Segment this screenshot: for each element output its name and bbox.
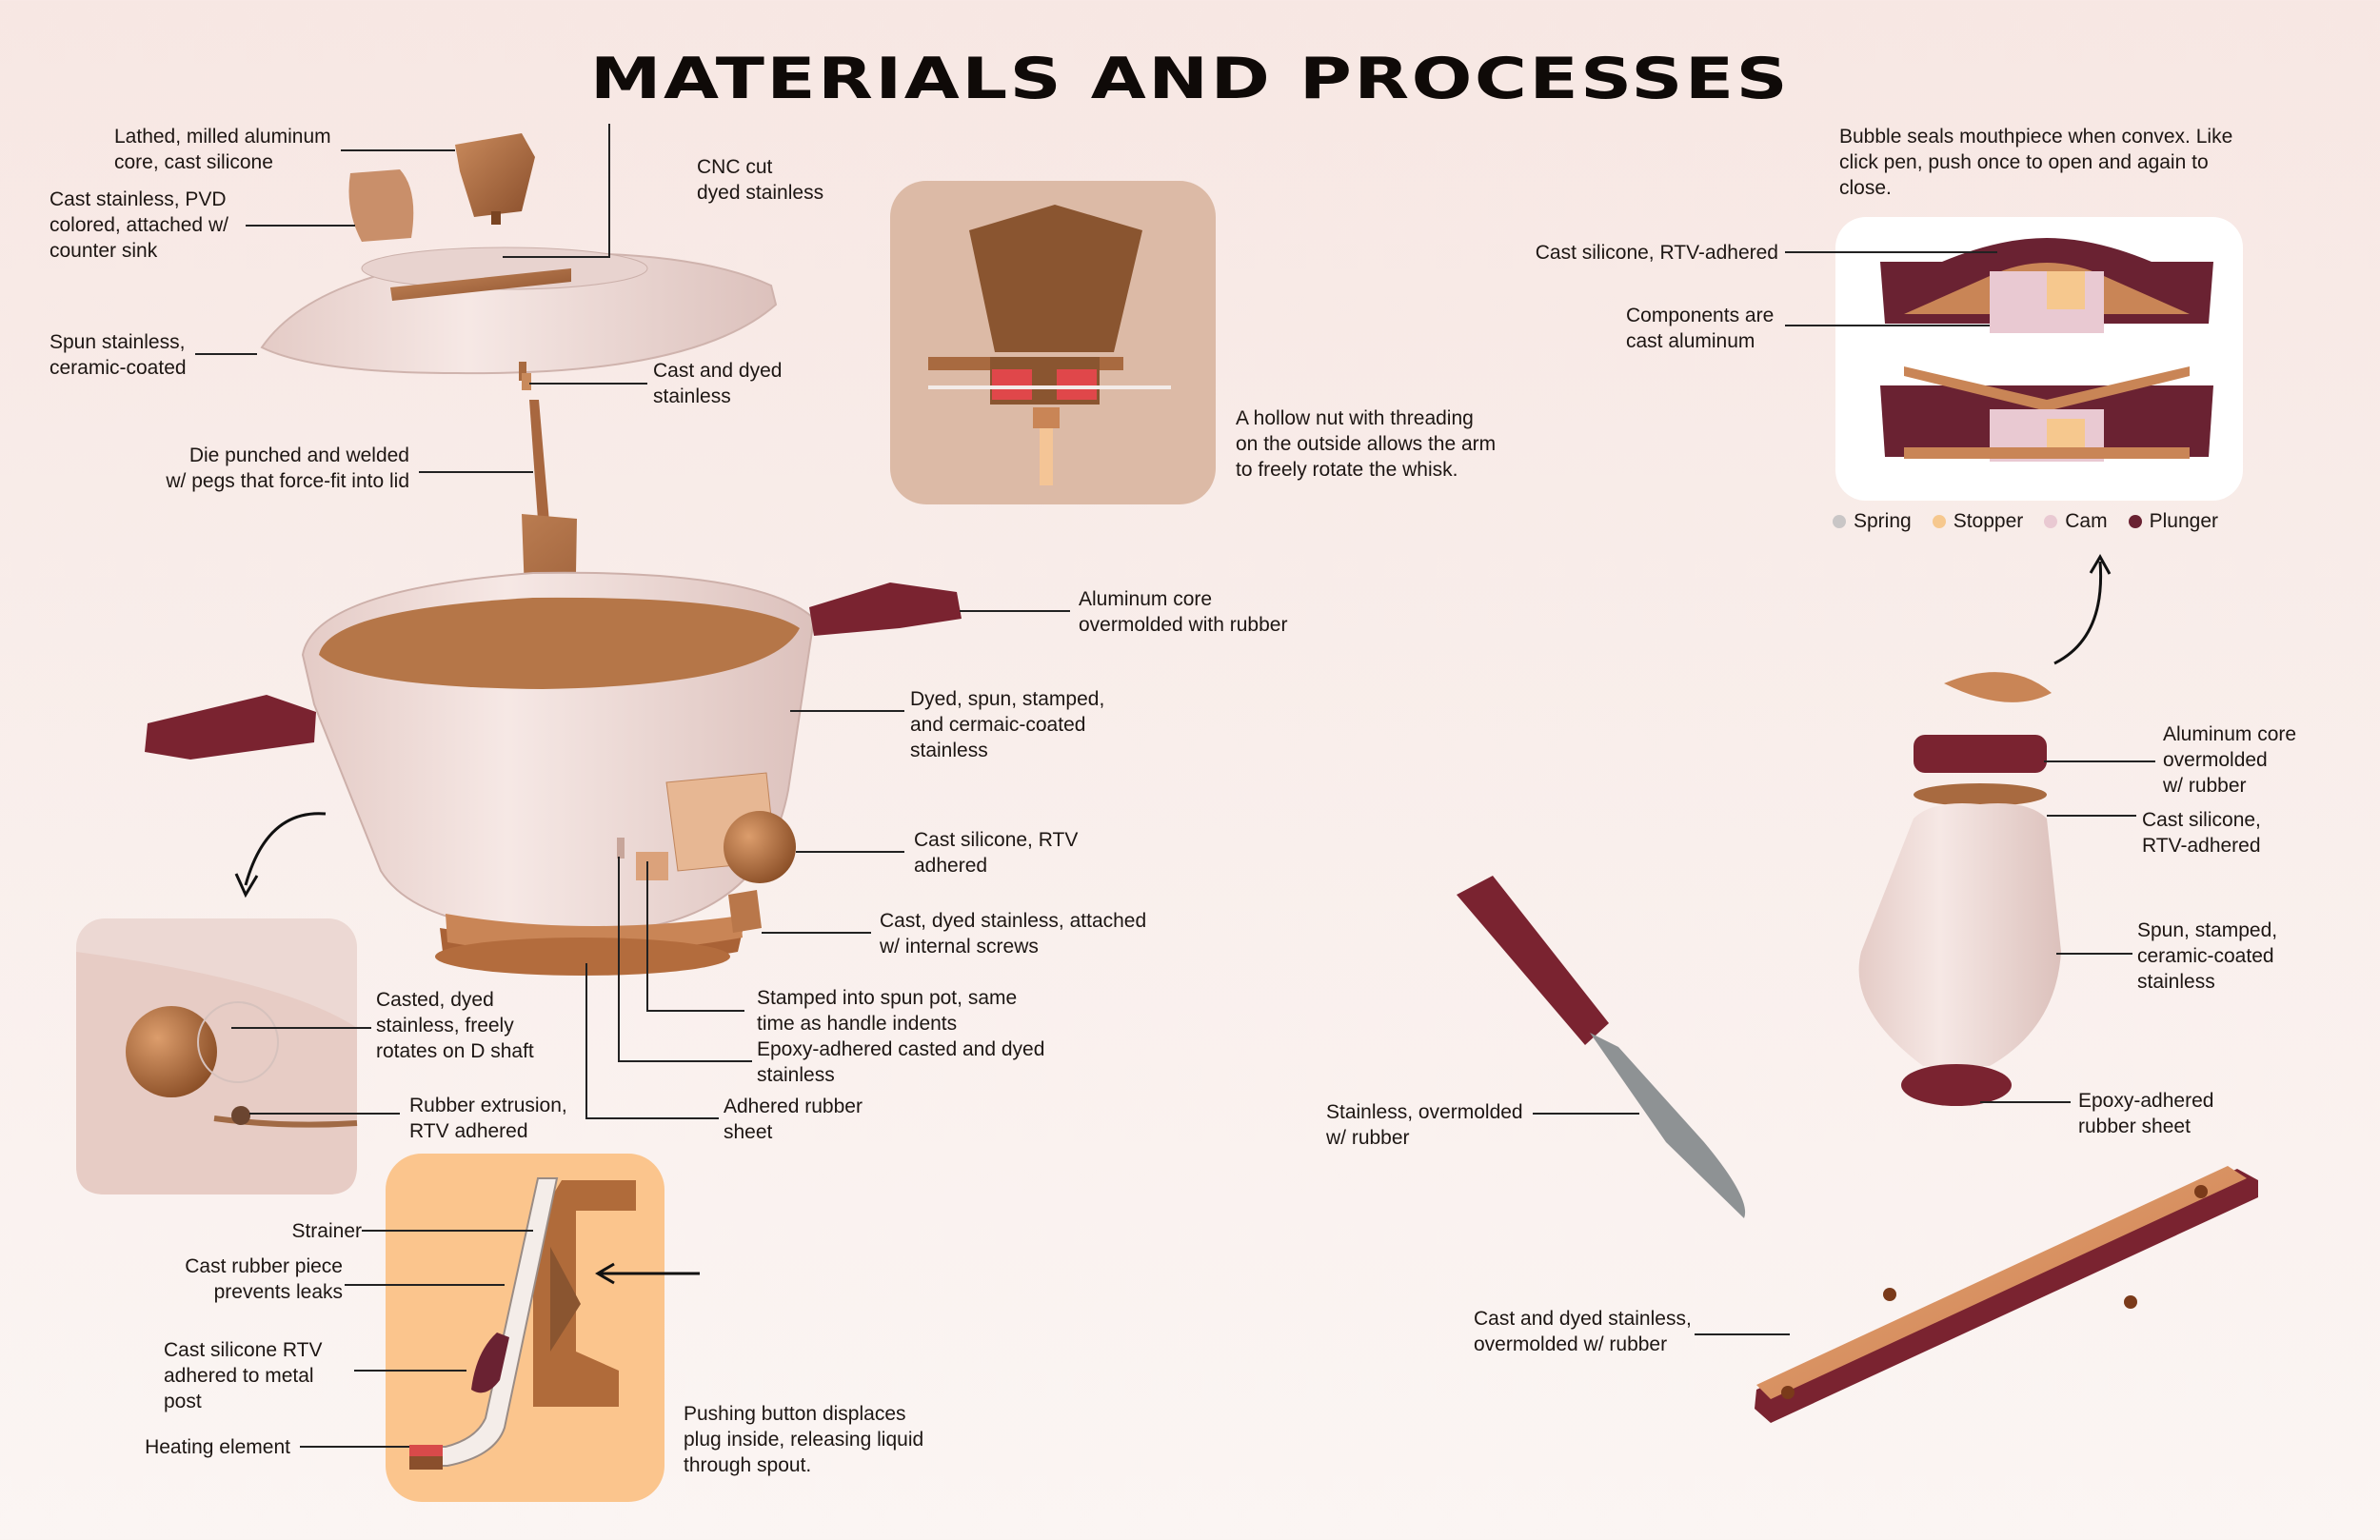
label-cnc: CNC cut dyed stainless [697, 156, 824, 204]
label-spun-lid: Spun stainless, ceramic-coated [50, 331, 187, 379]
legend-item-stopper: Stopper [1932, 510, 2024, 533]
legend-dot-cam [2044, 515, 2058, 528]
knob-detail-panel [76, 918, 358, 1194]
page-title: MATERIALS AND PROCESSES [589, 46, 1791, 112]
detail-arrow [244, 812, 327, 886]
lid-handle-piece [348, 169, 414, 242]
label-alu-core-rubber: Aluminum core overmolded w/ rubber [2163, 723, 2297, 797]
leader-lines [195, 124, 2155, 1448]
label-bubble: Bubble seals mouthpiece when convex. Lik… [1839, 126, 2233, 199]
label-spun-stamped: Spun, stamped, ceramic-coated stainless [2137, 919, 2278, 993]
pot-handle-left [145, 695, 316, 760]
label-cast-rubber-piece: Cast rubber piece prevents leaks [185, 1255, 343, 1303]
label-cast-pvd: Cast stainless, PVD colored, attached w/… [50, 188, 228, 262]
spout-assembly [617, 772, 796, 933]
label-die-punched: Die punched and welded w/ pegs that forc… [166, 444, 409, 492]
bubble-seal-panel [1835, 217, 2243, 501]
label-components: Components are cast aluminum [1626, 305, 1775, 352]
legend-label-cam: Cam [2065, 510, 2108, 532]
label-adhered-rubber: Adhered rubber sheet [724, 1096, 863, 1143]
legend-label-plunger: Plunger [2149, 510, 2218, 532]
label-cast-silicone-post: Cast silicone RTV adhered to metal post [164, 1339, 323, 1412]
label-stainless-knife: Stainless, overmolded w/ rubber [1326, 1101, 1523, 1149]
bottle [1858, 672, 2061, 1106]
spout-section-panel [386, 1154, 664, 1502]
label-cast-silicone-rtv: Cast silicone, RTV adhered [914, 829, 1079, 877]
legend-dot-stopper [1932, 515, 1946, 528]
pot-handle-right [809, 582, 962, 636]
label-pushing: Pushing button displaces plug inside, re… [684, 1403, 924, 1476]
label-strainer: Strainer [291, 1220, 362, 1242]
knife [1457, 876, 1746, 1218]
label-hollow-nut: A hollow nut with threading on the outsi… [1236, 407, 1497, 481]
legend-dot-plunger [2128, 515, 2142, 528]
label-cast-silicone-rtv-adhered: Cast silicone, RTV-adhered [1535, 242, 1778, 264]
label-dyed-spun: Dyed, spun, stamped, and cermaic-coated … [910, 688, 1105, 761]
lid-knob [455, 133, 535, 225]
label-rubber-extrusion: Rubber extrusion, RTV adhered [409, 1095, 567, 1142]
label-heating: Heating element [145, 1436, 290, 1458]
legend-dot-spring [1833, 515, 1846, 528]
label-lathed: Lathed, milled aluminum core, cast silic… [114, 126, 331, 173]
legend-label-stopper: Stopper [1953, 510, 2024, 532]
legend-item-plunger: Plunger [2128, 510, 2218, 533]
label-cast-dyed-screws: Cast, dyed stainless, attached w/ intern… [880, 910, 1147, 958]
legend-item-cam: Cam [2044, 510, 2108, 533]
label-aluminum-handle: Aluminum core overmolded with rubber [1079, 588, 1288, 636]
nut-section-panel [890, 181, 1216, 504]
board [1755, 1166, 2258, 1423]
label-casted-dyed-knob: Casted, dyed stainless, freely rotates o… [376, 989, 534, 1062]
label-cast-silicone-rtv2: Cast silicone, RTV-adhered [2142, 809, 2261, 857]
label-epoxy-casted: Epoxy-adhered casted and dyed stainless [757, 1038, 1045, 1086]
legend-label-spring: Spring [1854, 510, 1912, 532]
legend: Spring Stopper Cam Plunger [1833, 507, 2232, 536]
label-cast-dyed-top: Cast and dyed stainless [653, 360, 783, 407]
label-stamped-pot: Stamped into spun pot, same time as hand… [757, 987, 1018, 1035]
legend-item-spring: Spring [1833, 510, 1912, 533]
label-epoxy-sheet: Epoxy-adhered rubber sheet [2078, 1090, 2214, 1137]
bubble-arrow [2053, 561, 2103, 665]
label-cast-board: Cast and dyed stainless, overmolded w/ r… [1474, 1308, 1692, 1355]
